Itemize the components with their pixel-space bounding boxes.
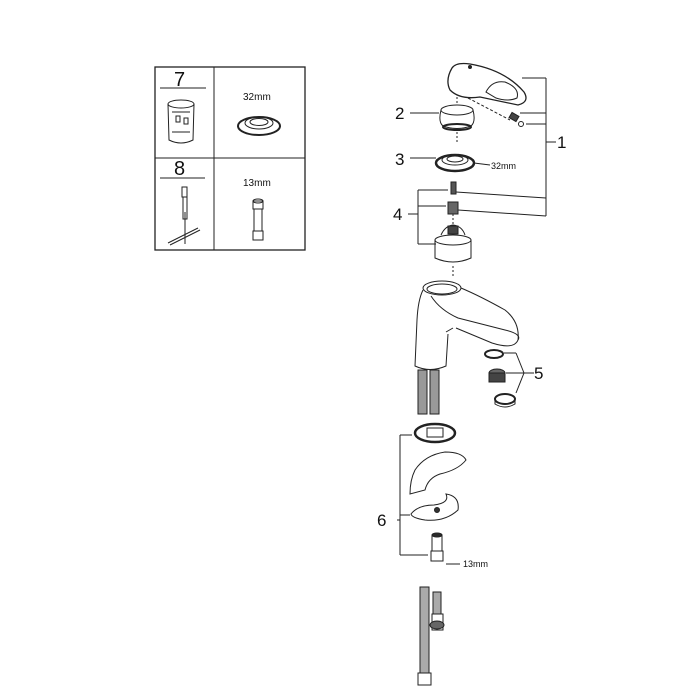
callout-5: 5	[534, 364, 543, 383]
leader-6	[397, 434, 460, 565]
callout-6: 6	[377, 511, 386, 530]
cover-cap	[410, 97, 475, 144]
tool-number-8: 8	[174, 158, 185, 180]
leader-5	[504, 352, 534, 394]
retaining-nut	[410, 153, 491, 173]
leader-4	[408, 189, 448, 245]
aerator-set	[484, 349, 516, 408]
callout-3: 3	[395, 150, 404, 169]
socket-wrench-icon	[167, 99, 195, 144]
callout-4: 4	[393, 205, 402, 224]
faucet-body	[414, 280, 520, 370]
stud-size-label: 13mm	[463, 559, 488, 569]
cartridge-set	[434, 181, 472, 278]
callout-1: 1	[557, 133, 566, 152]
lever-handle	[447, 62, 527, 127]
nut-32mm-icon	[237, 116, 281, 136]
mounting-set	[409, 422, 467, 562]
tool-size-13mm: 13mm	[243, 178, 271, 189]
leader-1	[455, 77, 556, 217]
tool-table	[154, 66, 306, 251]
t-handle-key-icon	[167, 186, 201, 246]
supply-hoses-lower	[417, 586, 445, 686]
callout-2: 2	[395, 104, 404, 123]
tool-number-7: 7	[174, 69, 185, 91]
nut-size-label: 32mm	[491, 161, 516, 171]
tool-size-32mm: 32mm	[243, 92, 271, 103]
supply-hoses-upper	[417, 369, 440, 415]
socket-13mm-icon	[252, 198, 264, 241]
